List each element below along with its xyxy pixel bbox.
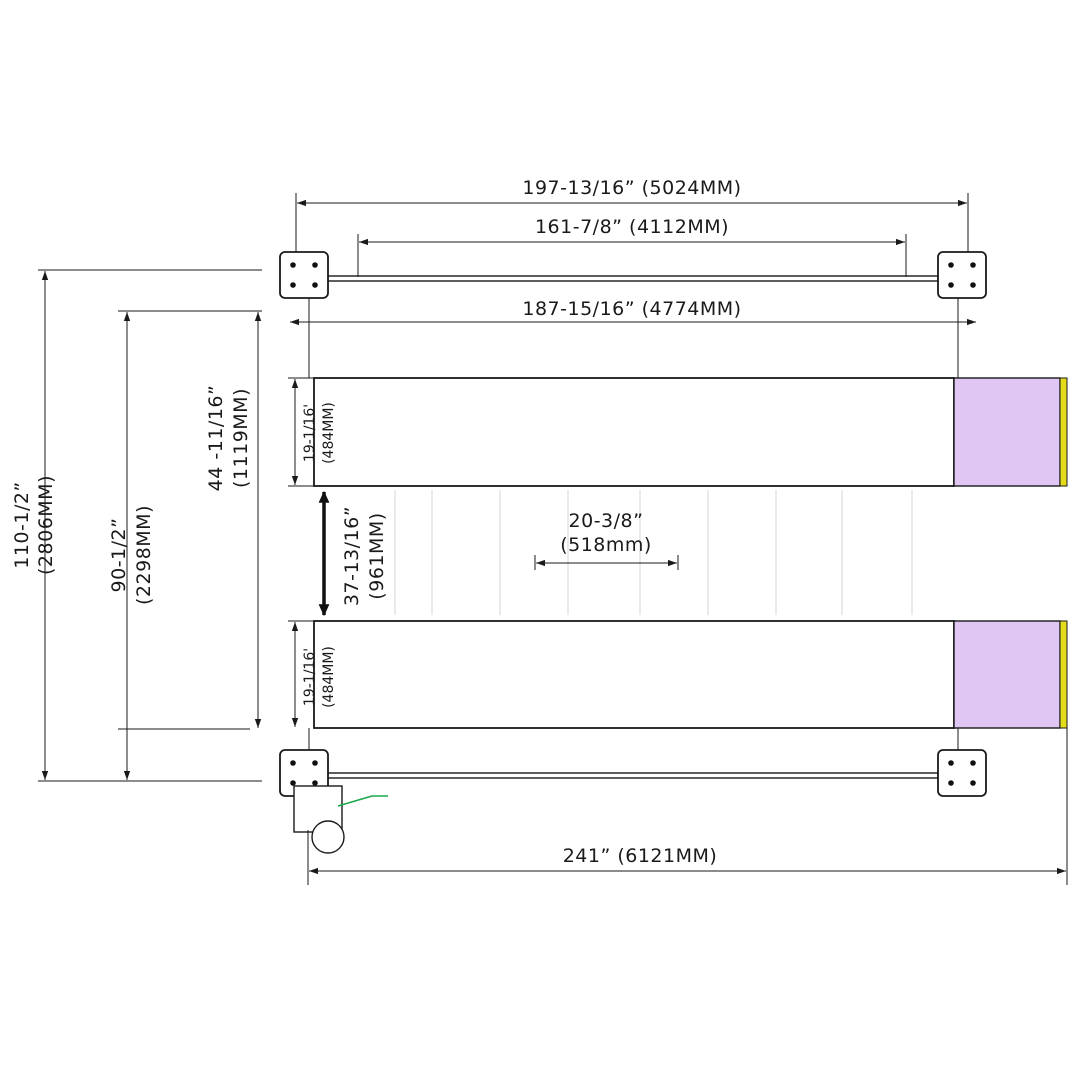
post-top-right xyxy=(937,251,987,299)
post-bottom-right xyxy=(937,749,987,797)
bottom-crossbeam xyxy=(327,772,939,779)
dim-inner-post-width: 161-7/8” (4112MM) xyxy=(535,216,729,238)
dim-runway-bottom-width-mm: (484MM) xyxy=(321,646,337,708)
dim-runway-top-width-inch: 19-1/16' xyxy=(302,404,318,462)
dim-overall-length: 241” (6121MM) xyxy=(563,845,718,867)
dim-overall-outside-inch: 110-1/2” xyxy=(11,481,33,569)
dim-drip-tray-inch: 20-3/8” xyxy=(569,510,644,532)
dim-overall-outside-mm: (2806MM) xyxy=(35,475,57,575)
bottom-runway xyxy=(313,620,955,729)
drip-tray-guides xyxy=(394,490,913,615)
top-runway xyxy=(313,377,955,487)
dim-runway-width: 187-15/16” (4774MM) xyxy=(522,298,741,320)
dim-drip-tray-mm: (518mm) xyxy=(560,534,652,556)
power-unit xyxy=(293,785,345,854)
dim-runway-bottom-width-inch: 19-1/16' xyxy=(302,648,318,706)
bottom-runway-ramp xyxy=(953,620,1061,729)
dim-runway-gap-mm: (961MM) xyxy=(366,512,388,599)
post-bottom-left xyxy=(279,749,329,797)
bottom-runway-ramp-edge xyxy=(1059,620,1068,729)
top-runway-ramp xyxy=(953,377,1061,487)
dim-runways-outer-inch: 44 -11/16” xyxy=(205,385,227,492)
dim-overall-post-width: 197-13/16” (5024MM) xyxy=(522,177,741,199)
dim-post-center-inch: 90-1/2” xyxy=(108,518,130,593)
dim-runway-gap-inch: 37-13/16” xyxy=(341,506,363,606)
post-top-left xyxy=(279,251,329,299)
top-runway-ramp-edge xyxy=(1059,377,1068,487)
dim-runways-outer-mm: (1119MM) xyxy=(230,388,252,488)
dim-runway-top-width-mm: (484MM) xyxy=(321,402,337,464)
dim-post-center-mm: (2298MM) xyxy=(133,505,155,605)
top-crossbeam xyxy=(327,275,939,282)
air-line xyxy=(337,795,388,807)
